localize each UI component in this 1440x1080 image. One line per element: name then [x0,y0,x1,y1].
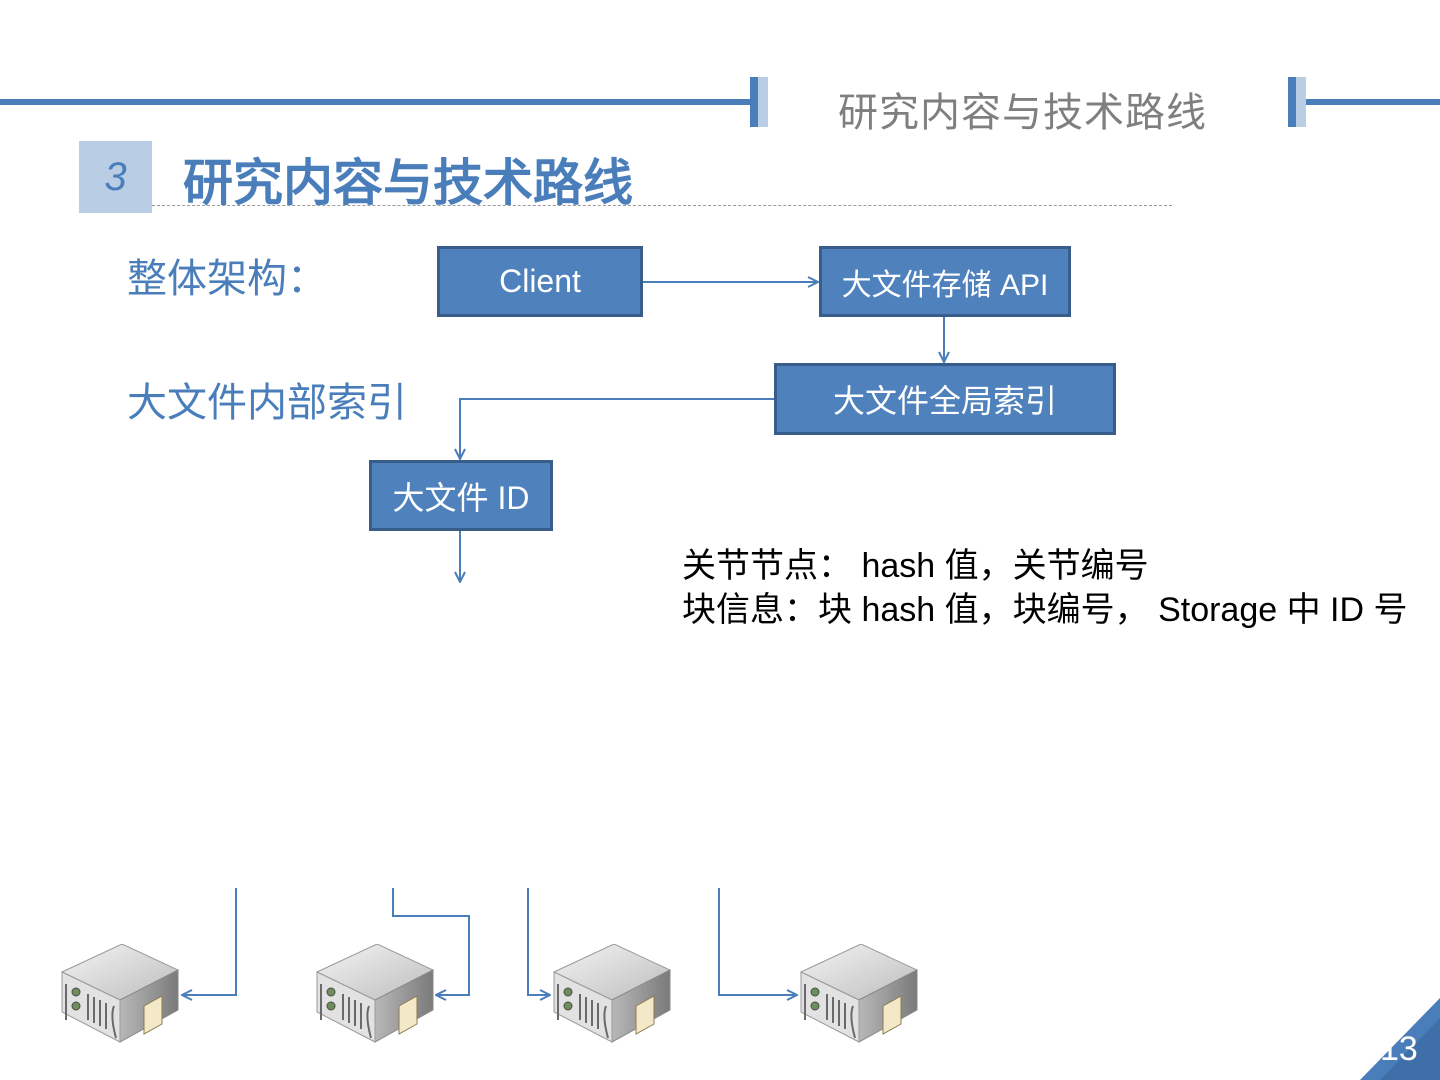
arrow-index-to-fileid [460,398,775,459]
server-icon [58,943,182,1053]
page-number: 13 [1380,1030,1418,1068]
server-icon [313,943,437,1053]
block-info-text: 块信息：块 hash 值，块编号， Storage 中 ID 号 [682,591,1408,629]
server-icon [550,943,674,1053]
node-info-text: 关节节点： hash 值，关节编号 [682,547,1149,585]
arrow-to-server-2 [392,888,470,995]
global-index-box: 大文件全局索引 [774,363,1116,435]
file-id-box: 大文件 ID [369,460,553,531]
header-rule-cap-right [1288,77,1306,127]
architecture-label: 整体架构： [127,257,327,301]
page-corner [1360,998,1440,1080]
header-title: 研究内容与技术路线 [838,91,1207,135]
section-number: 3 [79,141,152,213]
arrow-to-server-4 [718,888,797,995]
internal-index-label: 大文件内部索引 [127,381,407,425]
arrow-to-server-1 [182,888,237,995]
arrow-to-server-3 [527,888,550,995]
section-divider [152,205,1172,206]
client-box: Client [437,246,643,317]
section-title: 研究内容与技术路线 [183,155,633,211]
header-rule-cap-left [750,77,768,127]
storage-api-box: 大文件存储 API [819,246,1071,317]
server-icon [797,943,921,1053]
header-rule-left [0,99,752,105]
header-rule-right [1306,99,1440,105]
